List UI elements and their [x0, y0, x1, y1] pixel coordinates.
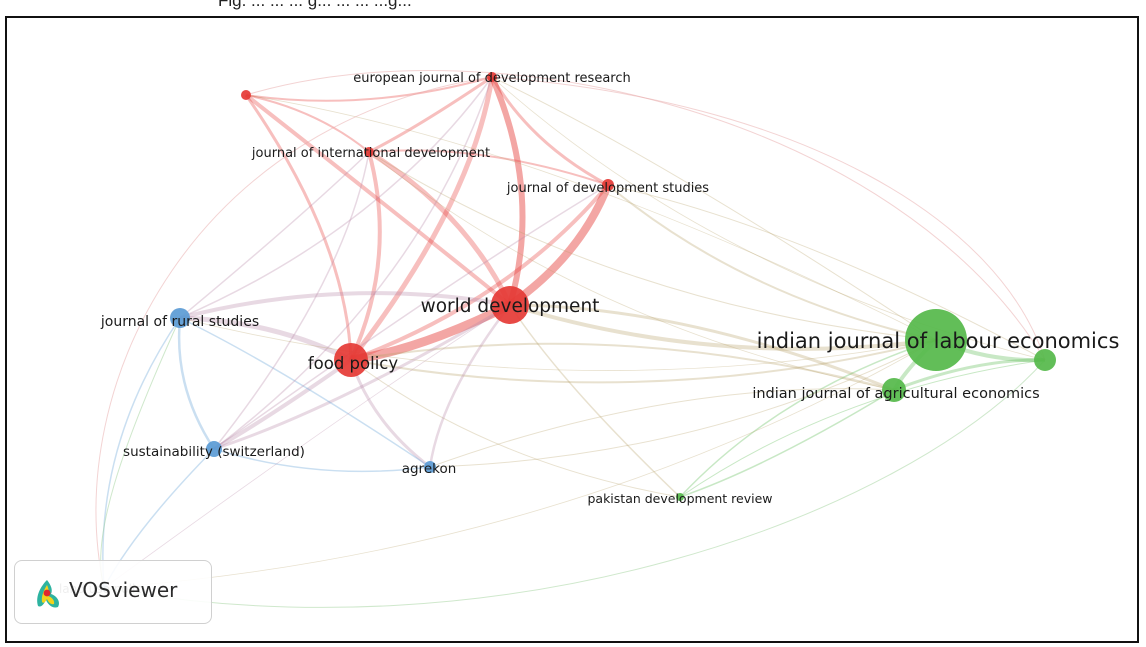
edge-wd-ejdr [489, 75, 526, 306]
edge-sus-agr [213, 448, 431, 473]
edge-fp-pdr [350, 359, 681, 498]
edge-wd-jds [507, 183, 612, 309]
edge-wd-sus [213, 303, 511, 451]
edge-jid-ijle [368, 151, 937, 341]
edge-jrs-ijle [179, 317, 937, 371]
node-label-sus[interactable]: sustainability (switzerland) [123, 444, 305, 460]
node-label-fp[interactable]: food policy [308, 354, 399, 373]
edge-jds-ijle [607, 184, 937, 341]
edge-jrs-ejdr [179, 76, 493, 319]
edge-ijae-g3 [893, 358, 1046, 392]
edge-ejdr-jid [368, 75, 493, 154]
edge-arc [245, 70, 1046, 361]
edge-fp-agr [349, 359, 431, 469]
caption-fragment: Fig. ... ... ... g... ... ... ...g... [0, 0, 1146, 16]
edge-agr-ijae [429, 388, 895, 468]
edge-jrs-agr [179, 317, 431, 468]
edge-lup-wd [103, 304, 511, 589]
labels-layer: world development food policy european jou… [59, 71, 1119, 596]
node-agr[interactable] [424, 461, 436, 473]
edge-lup-ijle [103, 339, 937, 589]
edge-wd-agr [428, 304, 511, 468]
node-jid[interactable] [364, 147, 374, 157]
edge-arc [491, 76, 1046, 361]
node-label-wd[interactable]: world development [421, 296, 600, 317]
edge-ejdr-r6 [245, 76, 493, 102]
vosviewer-wordmark: VOSviewer [69, 578, 178, 602]
edge-ejdr-ijle [491, 76, 937, 341]
edge-wd-ijae [509, 303, 895, 392]
edge-ijle-pdr [679, 339, 937, 498]
node-pdr[interactable] [676, 493, 684, 501]
node-r6[interactable] [241, 90, 251, 100]
edge-fp-jds [350, 183, 610, 362]
edge-arc [95, 76, 493, 589]
node-fp[interactable] [334, 343, 368, 377]
node-ejdr[interactable] [487, 72, 497, 82]
edge-fp-jrs [179, 315, 353, 363]
edge-arc [103, 359, 1046, 608]
node-ijle[interactable] [905, 309, 967, 371]
edges-layer [95, 70, 1046, 608]
edge-wd-jid [367, 149, 513, 307]
edge-wd-fp [350, 300, 513, 365]
edge-r6-ijle [245, 94, 937, 341]
node-label-jid[interactable]: journal of international development [251, 146, 490, 161]
vosviewer-logo-icon [37, 580, 60, 608]
node-label-ijae[interactable]: indian journal of agricultural economics [752, 386, 1039, 402]
node-ijae[interactable] [882, 378, 906, 402]
edge-jrs-lup [102, 317, 181, 589]
edge-jrs-sus [177, 317, 216, 450]
edge-fp-ejdr [349, 76, 495, 362]
edge-fp-ijle [350, 339, 937, 384]
edge-wd-pdr [509, 304, 681, 498]
node-label-ejdr[interactable]: european journal of development research [353, 71, 631, 86]
edge-sus-ejdr [213, 76, 493, 450]
node-wd[interactable] [491, 286, 529, 324]
edge-ijae-pdr [679, 389, 895, 498]
edge-agr-ijle [429, 339, 937, 468]
edge-wd-ijle [509, 303, 937, 351]
edge-jid-ijae [368, 151, 895, 391]
node-g3[interactable] [1034, 349, 1056, 371]
node-label-jds[interactable]: journal of development studies [506, 181, 709, 196]
edge-sus-jid [213, 151, 370, 450]
edge-fp-jid [349, 151, 382, 361]
edge-jds-g3 [607, 184, 1046, 361]
caption-text: Fig. ... ... ... g... ... ... ...g... [218, 0, 412, 10]
vosviewer-badge: VOSviewer [14, 560, 212, 624]
edge-fp-sus [213, 358, 353, 451]
edge-jid-jds [368, 149, 609, 186]
edge-wd-r6 [244, 93, 512, 307]
node-jds[interactable] [602, 179, 614, 191]
edge-ejdr-jds [490, 76, 609, 187]
nodes-layer [100, 72, 1056, 592]
node-jrs[interactable] [170, 308, 190, 328]
edge-fp-r6 [244, 94, 353, 361]
edge-jrs-jid [179, 151, 370, 319]
edge-jid-r6 [245, 94, 370, 153]
node-label-agr[interactable]: agrekon [402, 461, 457, 477]
node-label-pdr[interactable]: pakistan development review [587, 491, 772, 506]
node-sus[interactable] [206, 441, 222, 457]
node-label-ijle[interactable]: indian journal of labour economics [757, 329, 1120, 353]
edge-wd-jrs [179, 291, 511, 320]
edge-fp-ijae [350, 342, 895, 391]
edge-g3-pdr [679, 359, 1046, 498]
edge-sus-jds [213, 184, 609, 450]
node-label-jrs[interactable]: journal of rural studies [100, 314, 259, 330]
